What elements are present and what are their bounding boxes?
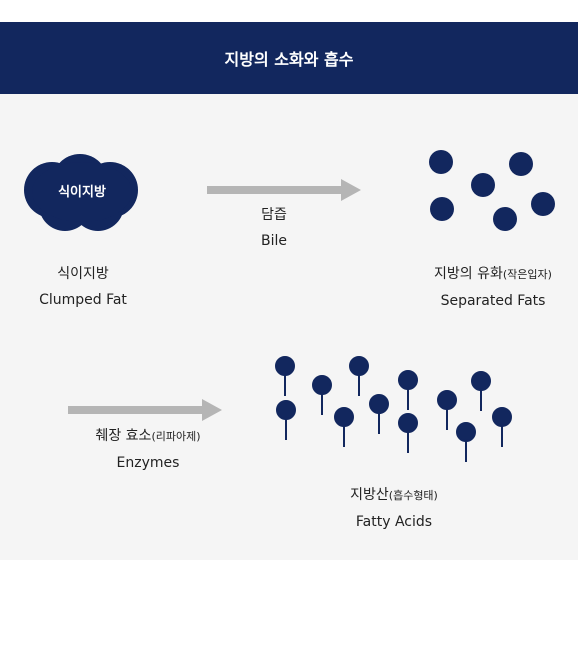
fatty-acid-molecule xyxy=(276,400,296,440)
separated-fats-ko-paren: (작은입자) xyxy=(502,268,552,281)
enzymes-arrow xyxy=(68,399,222,421)
fatty-acid-molecule xyxy=(398,370,418,410)
fat-droplet xyxy=(493,207,517,231)
fat-droplet xyxy=(429,150,453,174)
fat-droplet xyxy=(471,173,495,197)
fatty-acids xyxy=(275,356,512,462)
page-title: 지방의 소화와 흡수 xyxy=(224,50,354,69)
fatty-acids-label-ko: 지방산(흡수형태) xyxy=(319,482,469,509)
cloud-label: 식이지방 xyxy=(58,185,106,200)
fatty-acid-molecule xyxy=(349,356,369,396)
clumped-fat-label: 식이지방 Clumped Fat xyxy=(18,261,148,313)
fatty-acids-label-en: Fatty Acids xyxy=(355,514,433,530)
separated-fats-label-ko: 지방의 유화(작은입자) xyxy=(408,261,578,288)
title-bar: 지방의 소화와 흡수 xyxy=(0,22,578,94)
clumped-fat-label-ko: 식이지방 xyxy=(57,266,109,282)
separated-fats-label-en: Separated Fats xyxy=(440,293,546,309)
enzymes-label-en: Enzymes xyxy=(116,455,180,471)
fatty-acid-molecule xyxy=(275,356,295,396)
bile-label: 담즙 Bile xyxy=(224,202,324,254)
bile-label-en: Bile xyxy=(261,233,287,249)
fatty-acid-molecule xyxy=(492,407,512,447)
bile-arrow xyxy=(207,179,361,201)
bile-label-ko: 담즙 xyxy=(261,207,287,223)
enzymes-label-ko: 췌장 효소(리파아제) xyxy=(68,423,228,450)
separated-fats-ko-main: 지방의 유화 xyxy=(434,266,503,282)
clumped-fat-label-en: Clumped Fat xyxy=(39,292,127,308)
fat-droplet xyxy=(531,192,555,216)
separated-fat-droplets xyxy=(429,150,555,231)
separated-fats-label: 지방의 유화(작은입자) Separated Fats xyxy=(408,261,578,314)
fatty-acids-label: 지방산(흡수형태) Fatty Acids xyxy=(319,482,469,535)
fatty-acid-molecule xyxy=(312,375,332,415)
fatty-acids-ko-paren: (흡수형태) xyxy=(388,489,438,502)
fatty-acid-molecule xyxy=(456,422,476,462)
fatty-acid-molecule xyxy=(369,394,389,434)
enzymes-ko-main: 췌장 효소 xyxy=(95,428,152,444)
fatty-acid-molecule xyxy=(398,413,418,453)
fatty-acid-molecule xyxy=(334,407,354,447)
clumped-fat-cloud xyxy=(24,154,138,231)
fat-droplet xyxy=(509,152,533,176)
enzymes-label: 췌장 효소(리파아제) Enzymes xyxy=(68,423,228,476)
fatty-acid-molecule xyxy=(437,390,457,430)
enzymes-ko-paren: (리파아제) xyxy=(151,430,201,443)
fatty-acids-ko-main: 지방산 xyxy=(350,487,389,503)
fat-droplet xyxy=(430,197,454,221)
fatty-acid-molecule xyxy=(471,371,491,411)
